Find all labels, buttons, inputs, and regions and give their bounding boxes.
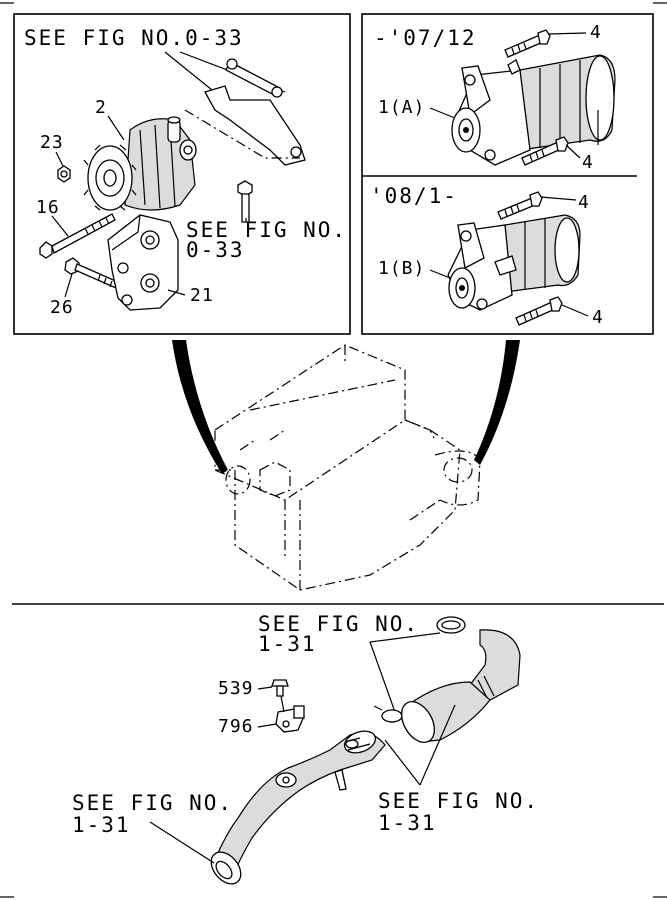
alt-see-ref-mid-1: SEE FIG NO. [186, 218, 347, 242]
starter-b-bolt-lower [515, 296, 563, 326]
bolt-16 [39, 213, 116, 259]
starter-a-bolt-lower [521, 136, 569, 166]
callout-4-4: 4 [592, 307, 604, 328]
engine-block [172, 340, 520, 591]
bracket-bolt [237, 180, 253, 223]
callout-23: 23 [40, 132, 64, 153]
hose-clamp-middle [373, 705, 403, 723]
callout-4-1: 4 [590, 22, 602, 43]
lower-see-ref-left-2: 1-31 [72, 813, 131, 837]
callout-21: 21 [190, 285, 214, 306]
alt-see-ref-mid-2: 0-33 [186, 238, 245, 262]
alternator-panel-frame [13, 13, 351, 335]
callout-4-2: 4 [582, 152, 594, 173]
starter-a-bolt-upper [504, 29, 551, 58]
starter-range-a: -'07/12 [374, 26, 477, 50]
hose-clamp-upper [436, 616, 466, 634]
callout-1b: 1(B) [378, 258, 425, 279]
alternator-mount-bracket [107, 214, 179, 311]
callout-2: 2 [95, 97, 107, 118]
callout-26: 26 [50, 297, 74, 318]
bolt-26 [64, 257, 119, 289]
lower-see-ref-right-1: SEE FIG NO. [378, 789, 539, 813]
callout-4-3: 4 [578, 192, 590, 213]
sensor-796 [275, 705, 305, 733]
nut-23 [57, 165, 71, 183]
lower-see-ref-top-2: 1-31 [258, 632, 317, 656]
screw-539 [271, 679, 289, 697]
starter-motor-b [447, 214, 581, 311]
starter-motor-a [451, 54, 616, 166]
lower-see-ref-top-1: SEE FIG NO. [258, 612, 419, 636]
intake-hose-upper [400, 629, 521, 743]
alternator-adjust-bracket [204, 58, 306, 166]
starter-range-b: '08/1- [370, 184, 458, 208]
lower-see-ref-right-2: 1-31 [378, 811, 437, 835]
callout-796: 796 [218, 716, 254, 737]
starter-panel-frame [361, 13, 654, 335]
starter-b-bolt-upper [497, 191, 543, 220]
callout-16: 16 [36, 197, 60, 218]
alt-see-ref-top: SEE FIG NO.0-33 [24, 26, 244, 50]
intake-duct-pipe [214, 730, 386, 880]
lower-see-ref-left-1: SEE FIG NO. [72, 791, 233, 815]
callout-1a: 1(A) [378, 97, 425, 118]
callout-539: 539 [218, 678, 254, 699]
hose-clamp-lower [210, 851, 242, 885]
alternator [83, 116, 197, 211]
